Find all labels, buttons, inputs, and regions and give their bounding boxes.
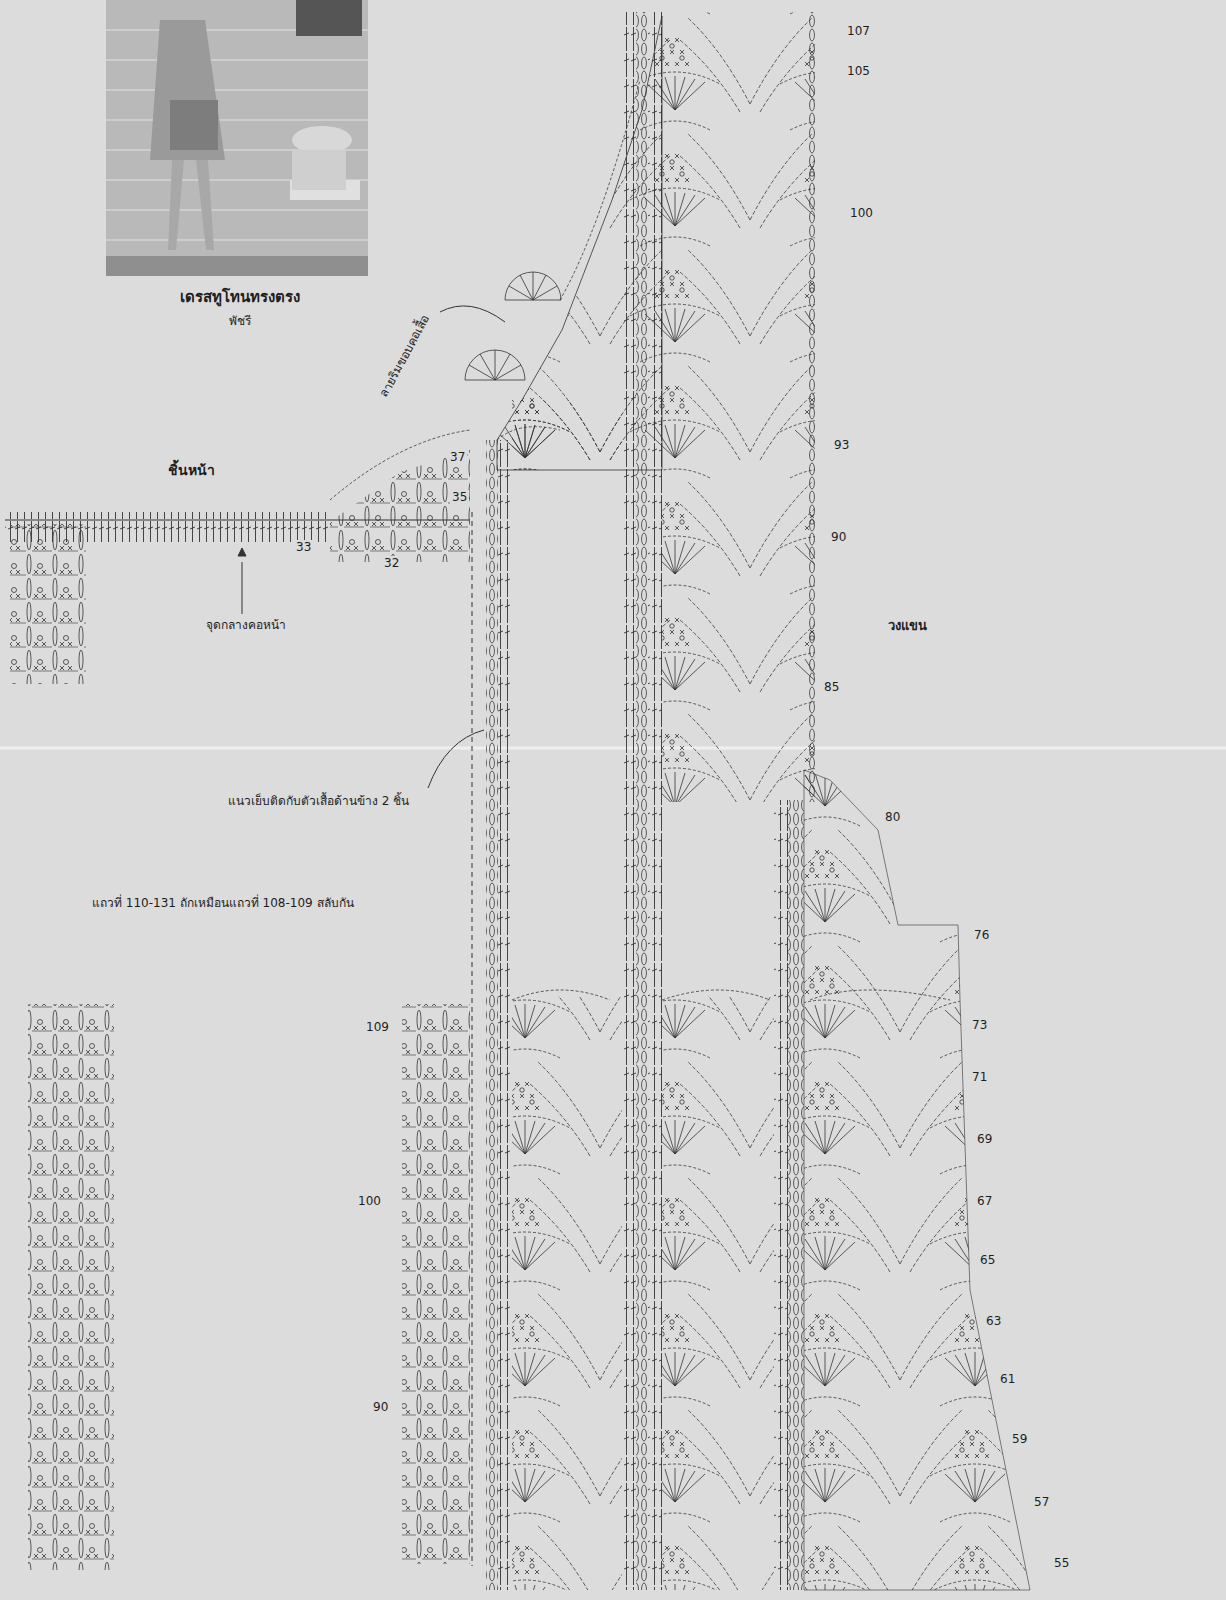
stitch-row <box>195 512 330 542</box>
row-number: 57 <box>1032 1495 1051 1509</box>
mesh-column <box>402 1004 470 1564</box>
author-name: พัชรี <box>227 314 253 328</box>
chain-column <box>636 12 648 1590</box>
row-number: 80 <box>883 810 902 824</box>
neck-edge-fans <box>330 80 640 500</box>
callout-label: แนวเย็บติดกับตัวเสื้อด้านข้าง 2 ชิ้น <box>226 794 411 808</box>
chain-column <box>486 440 498 1590</box>
row-number: 85 <box>822 680 841 694</box>
row-number: 33 <box>294 540 313 554</box>
region-label: วงแขน <box>886 618 929 634</box>
model-photo <box>106 0 368 276</box>
row-number: 67 <box>975 1194 994 1208</box>
callout-label: จุดกลางคอหน้า <box>204 618 288 632</box>
row-number: 105 <box>845 64 872 78</box>
row-number: 90 <box>829 530 848 544</box>
stitch-column <box>498 440 512 1590</box>
note-text: แถวที่ 110-131 ถักเหมือนแถวที่ 108-109 ส… <box>90 896 356 910</box>
pattern-title: เดรสทูโทนทรงตรง <box>178 288 302 306</box>
row-number: 32 <box>382 556 401 570</box>
row-number: 65 <box>978 1253 997 1267</box>
stitch-column <box>774 800 788 1590</box>
row-number: 61 <box>998 1372 1017 1386</box>
dashed-edge <box>472 512 473 1566</box>
row-number: 71 <box>970 1070 989 1084</box>
chain-column <box>808 12 817 802</box>
row-number: 59 <box>1010 1432 1029 1446</box>
paper-fold <box>0 747 1226 750</box>
row-number: 107 <box>845 24 872 38</box>
row-number: 90 <box>371 1400 390 1414</box>
body-panel <box>512 400 622 470</box>
row-number: 73 <box>970 1018 989 1032</box>
row-number: 93 <box>832 438 851 452</box>
row-number: 63 <box>984 1314 1003 1328</box>
mesh-column <box>10 524 86 684</box>
leader-lines <box>238 306 505 788</box>
row-number: 109 <box>364 1020 391 1034</box>
armhole-panel <box>804 770 1030 1590</box>
row-number: 69 <box>975 1132 994 1146</box>
body-panel <box>512 996 622 1590</box>
row-number: 100 <box>848 206 875 220</box>
row-number: 35 <box>450 490 469 504</box>
row-number: 76 <box>972 928 991 942</box>
body-panel <box>662 996 774 1590</box>
side-body <box>486 12 1030 1590</box>
row-number: 55 <box>1052 1556 1071 1570</box>
strap-panel <box>662 12 815 802</box>
piece-name: ชิ้นหน้า <box>166 462 217 479</box>
stitch-column <box>648 12 662 1590</box>
callout-label: ลายริมขอบคอเสื้อ <box>375 311 432 402</box>
stitch-column <box>622 12 636 1590</box>
neck-steps <box>330 450 470 562</box>
front-piece <box>5 450 472 1570</box>
mesh-column <box>28 1004 114 1570</box>
row-number: 100 <box>356 1194 383 1208</box>
row-number: 37 <box>448 450 467 464</box>
chain-column <box>788 800 804 1590</box>
